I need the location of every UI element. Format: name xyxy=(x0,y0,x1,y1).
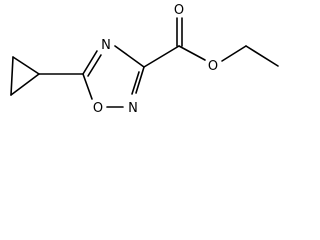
atom-label-ester-o: O xyxy=(208,59,218,74)
bond-c3-n2-double xyxy=(131,71,140,95)
chemical-structure-canvas: N N O O O xyxy=(0,0,286,126)
atom-label-n2: N xyxy=(128,101,138,116)
bond-c5-n4 xyxy=(82,50,98,75)
bond-c5-n4-double xyxy=(87,54,102,77)
molecule-drawing: N N O O O xyxy=(10,3,279,116)
bond-ester-o-ch2 xyxy=(221,45,247,62)
bond-c3-carbonyl xyxy=(143,45,180,68)
bond-o1-c5 xyxy=(82,73,93,100)
bond-n4-c3 xyxy=(114,45,145,68)
atom-label-o1: O xyxy=(93,101,103,116)
cyclopropyl-group xyxy=(10,56,40,96)
atom-label-carbonyl-o: O xyxy=(174,3,184,18)
oxadiazole-ring xyxy=(82,45,145,108)
bond-cyclopropyl-2 xyxy=(10,56,14,96)
bond-cyclopropyl-1 xyxy=(10,73,40,96)
ester-group xyxy=(143,17,279,68)
bond-cyclopropyl-3 xyxy=(12,56,40,75)
bond-ch2-ch3 xyxy=(245,45,279,67)
bond-c3-n2 xyxy=(135,66,145,94)
bond-carbonyl-to-ester-o xyxy=(178,45,206,61)
atom-label-n4: N xyxy=(101,38,111,53)
